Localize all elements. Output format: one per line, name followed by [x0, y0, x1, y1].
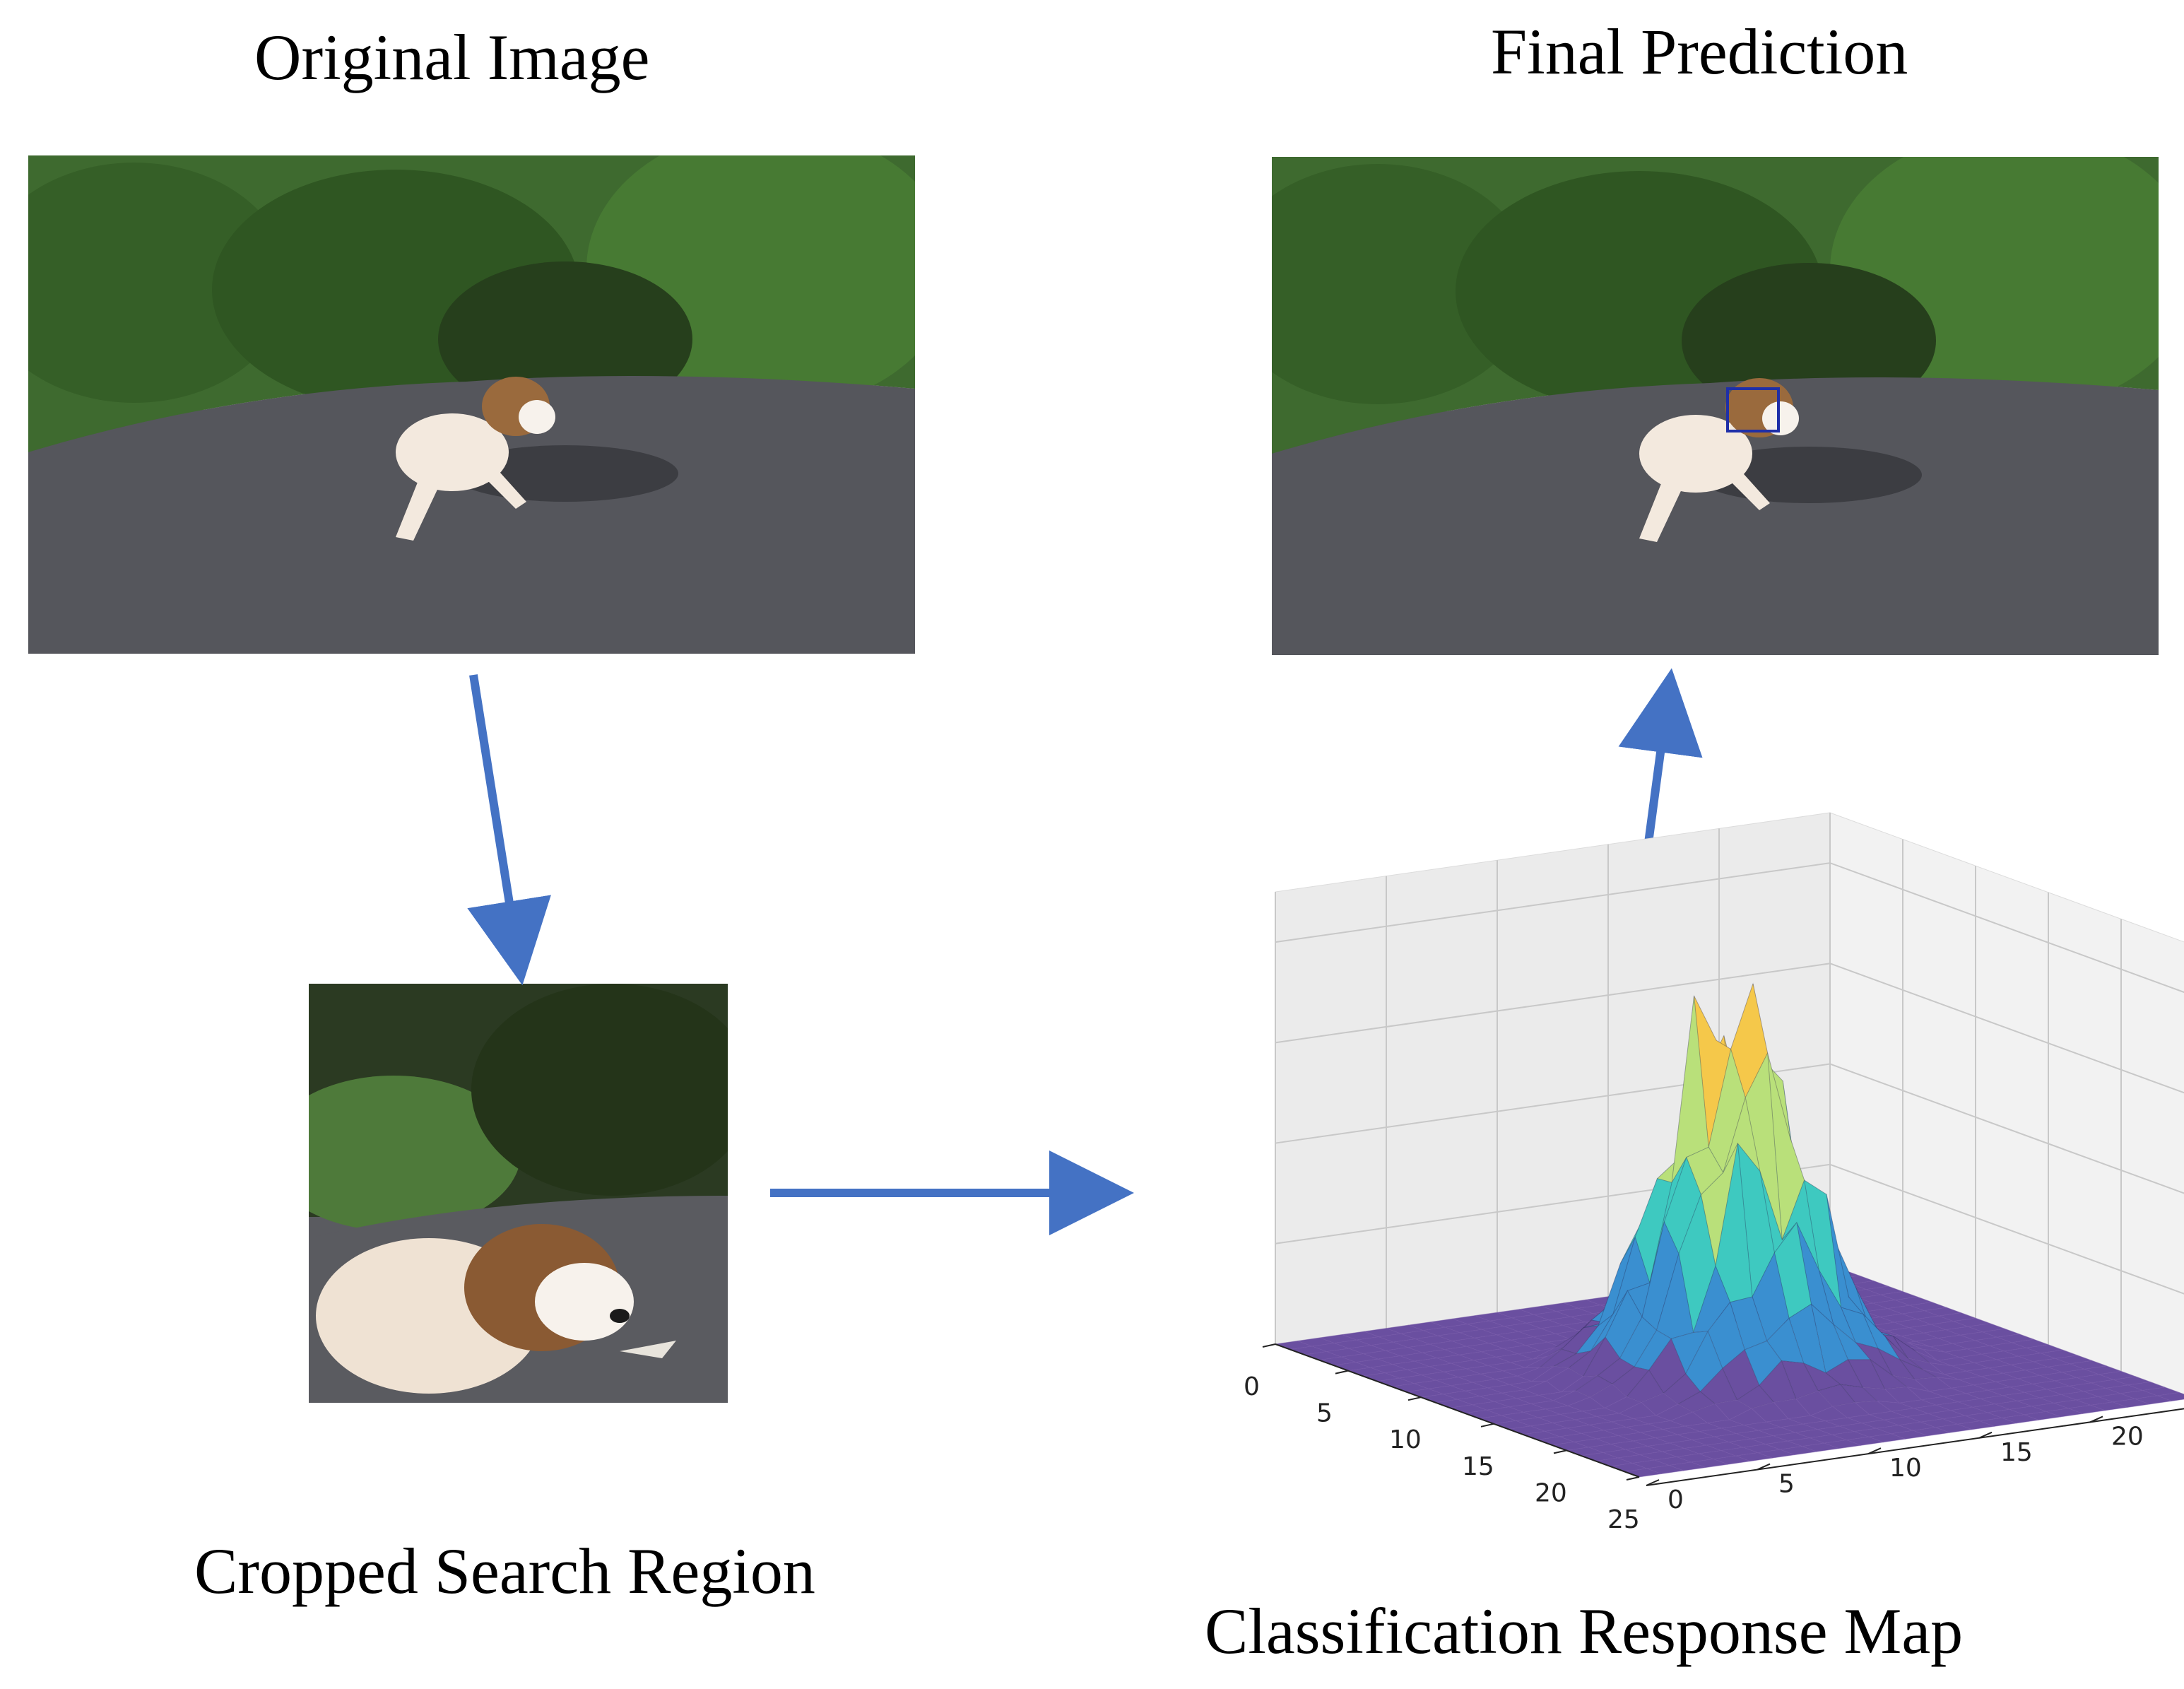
cropped-search-region	[309, 984, 728, 1403]
y-tick-label: 0	[1667, 1485, 1684, 1514]
y-tick-label: 15	[2000, 1438, 2033, 1467]
original-image-title: Original Image	[254, 21, 650, 93]
y-tick-mark	[2089, 1416, 2103, 1423]
x-tick-mark	[1480, 1423, 1494, 1428]
x-tick-label: 0	[1244, 1372, 1260, 1401]
y-tick-mark	[1646, 1479, 1660, 1486]
arrow-response-to-final	[1618, 668, 1703, 859]
y-tick-label: 5	[1778, 1470, 1795, 1499]
x-tick-label: 25	[1607, 1505, 1640, 1534]
grid-line	[1275, 862, 2184, 994]
y-tick-label: 10	[1889, 1454, 1922, 1483]
y-tick-label: 20	[2111, 1422, 2144, 1451]
response-map-chart: 051015202505101520250.20.40.60.8	[1244, 812, 2184, 1534]
x-tick-mark	[1626, 1476, 1640, 1481]
x-tick-label: 10	[1389, 1425, 1422, 1454]
arrow-original-to-crop	[467, 674, 551, 986]
x-tick-label: 20	[1535, 1478, 1567, 1507]
final-prediction-title: Final Prediction	[1491, 16, 1908, 88]
prediction-bounding-box	[1726, 387, 1780, 432]
x-tick-mark	[1262, 1343, 1276, 1348]
y-tick-mark	[1867, 1447, 1882, 1455]
x-tick-label: 5	[1316, 1399, 1333, 1428]
grid-line	[1275, 1063, 2184, 1194]
x-tick-mark	[1335, 1370, 1349, 1375]
response-map-title: Classification Response Map	[1205, 1595, 1964, 1667]
cropped-region-title: Cropped Search Region	[194, 1535, 815, 1607]
x-tick-mark	[1407, 1396, 1422, 1401]
y-axis-line	[1646, 1408, 2184, 1486]
grid-line	[1275, 963, 2184, 1094]
final-prediction-image	[1272, 157, 2159, 655]
original-image	[28, 155, 915, 654]
x-tick-mark	[1553, 1449, 1567, 1454]
x-tick-label: 15	[1462, 1452, 1494, 1481]
grid-line	[1275, 1163, 2184, 1295]
y-tick-mark	[1757, 1463, 1771, 1471]
y-tick-mark	[1978, 1431, 1993, 1439]
x-axis-line	[1275, 1343, 1640, 1478]
